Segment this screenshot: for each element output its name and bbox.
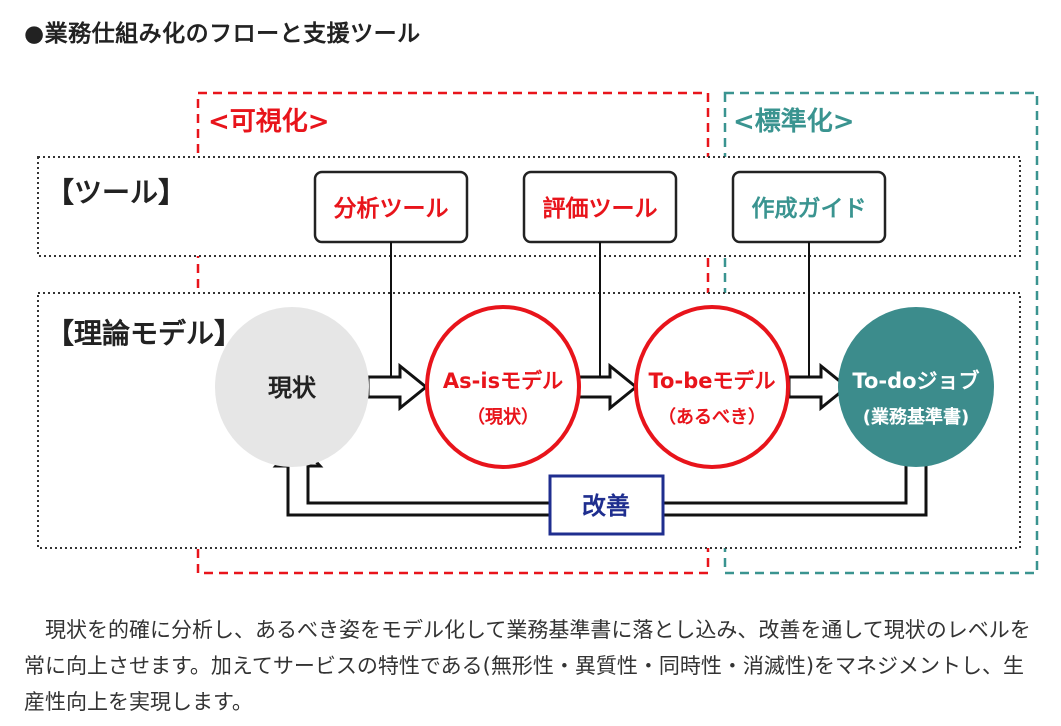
improve-box <box>548 474 665 536</box>
current-node-label: 現状 <box>268 374 317 402</box>
flow-arrow-3 <box>787 362 850 412</box>
flow-diagram: <可視化> <標準化> 【ツール】 【理論モデル】 分析ツール 評価ツール 作成… <box>37 91 1039 575</box>
theory-row-label: 【理論モデル】 <box>46 317 242 350</box>
analysis-tool-label: 分析ツール <box>334 196 449 222</box>
asis-node-sub: （現状） <box>467 406 539 428</box>
flow-arrow-2 <box>576 362 639 412</box>
tobe-node <box>634 305 790 469</box>
description-paragraph: 現状を的確に分析し、あるべき姿をモデル化して業務基準書に落とし込み、改善を通して… <box>24 618 1031 714</box>
guide-tool-label: 作成ガイド <box>752 196 867 222</box>
current-node <box>215 307 369 467</box>
todo-node <box>838 307 994 467</box>
improve-label: 改善 <box>582 492 630 520</box>
visualize-section-label: <可視化> <box>208 107 330 137</box>
asis-node <box>425 305 581 469</box>
standardize-section-label: <標準化> <box>733 106 855 137</box>
asis-node-title: As-isモデル <box>443 369 563 393</box>
tobe-node-title: To-beモデル <box>649 369 776 393</box>
todo-node-sub: (業務基準書) <box>863 406 969 428</box>
todo-node-title: To-doジョブ <box>852 369 979 393</box>
flow-arrow-1 <box>366 362 429 412</box>
page-heading: ●業務仕組み化のフローと支援ツール <box>24 21 421 47</box>
evaluation-tool-label: 評価ツール <box>543 195 658 222</box>
tools-row-label: 【ツール】 <box>46 176 186 209</box>
tobe-node-sub: （あるべき） <box>658 407 766 428</box>
